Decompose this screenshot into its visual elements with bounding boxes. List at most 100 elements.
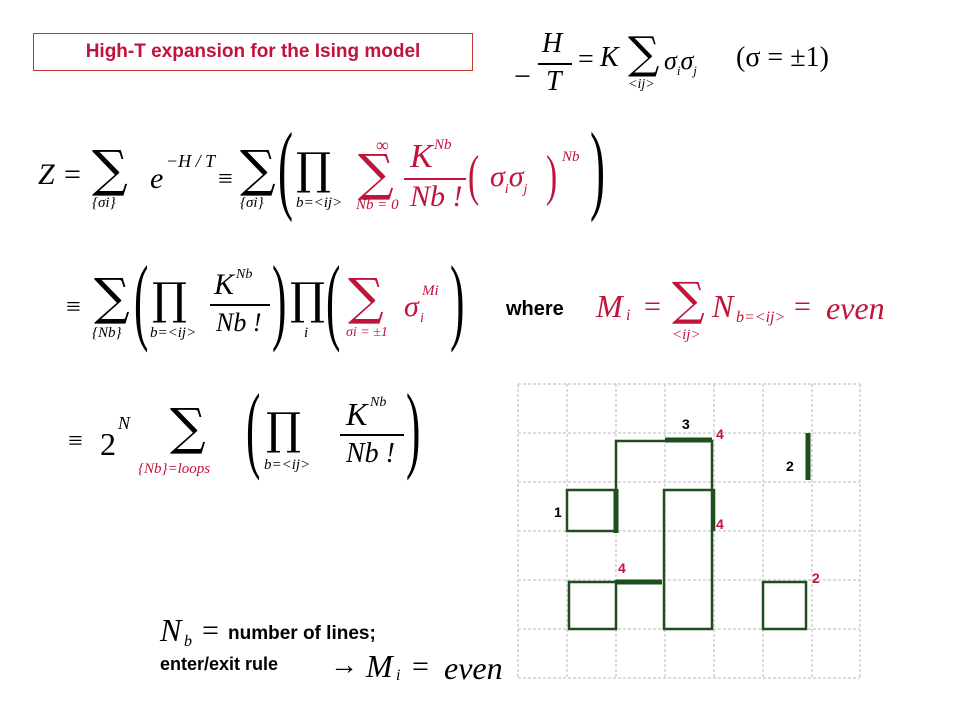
prefactor-two: 2 [100,426,116,462]
frac-denominator: Nb ! [410,180,463,213]
sum-symbol-2: ∑ [348,268,384,326]
m-subscript: i [396,667,401,684]
sum-subscript: <ij> [628,77,655,92]
equiv-sign: ≡ [218,164,233,193]
spin-power: Mi [422,283,439,299]
frac-numerator: K [346,396,368,432]
lattice-label: 1 [554,504,562,520]
spin-product: σiσj [664,46,697,79]
frac-numerator: K [410,138,433,175]
loop-path [567,580,662,631]
nb-subscript: b [184,633,192,650]
big-paren-open: ( [246,374,261,481]
sum-symbol: ∑ [628,28,660,79]
paren-open: ( [468,145,480,207]
sum-subscript: {Nb} [92,325,122,341]
spin-power: Nb [562,149,580,165]
paren-close: ) [546,145,558,207]
sum-symbol: ∑ [672,272,705,326]
m-symbol: M [366,648,393,684]
frac-num-power: Nb [370,395,387,410]
product-subscript: b=<ij> [150,325,197,341]
nb-description: number of lines; [228,623,376,644]
spin-index: i [420,311,424,326]
product-subscript: b=<ij> [296,195,343,211]
fraction-bar [538,63,572,65]
sum-symbol: ∑ [94,268,130,326]
product-symbol: ∏ [266,404,302,455]
sum-subscript: <ij> [672,327,701,343]
loop-path [614,439,716,631]
frac-numerator: K [214,268,235,301]
frac-denominator: Nb ! [346,438,395,469]
lattice-label: 4 [716,516,724,532]
frac-denominator: Nb ! [216,308,262,337]
where-label: where [506,298,564,320]
spin-product: σiσj [490,160,528,197]
equals-sign: = [644,290,661,323]
lattice-label: 4 [716,426,724,442]
big-paren-close: ) [406,374,421,481]
equals-sign: = [202,614,219,647]
sum-symbol: ∑ [92,140,128,198]
n-symbol: N [712,288,734,324]
big-paren-close: ) [590,112,605,223]
z-symbol: Z [38,158,55,191]
big-paren-open-2: ( [326,246,341,353]
prefactor-power: N [118,413,131,433]
spin-base: σ [404,290,419,323]
loop-lines [565,439,808,631]
frac-num-power: Nb [236,267,253,282]
loop-square [565,488,618,533]
equiv-sign: ≡ [68,426,83,455]
rule-label: enter/exit rule [160,654,279,674]
lattice-label: 3 [682,416,690,432]
product-subscript-2: i [304,325,309,341]
exp-base: e [150,162,164,195]
sum-symbol-2: ∑ [240,140,276,198]
arrow-right-icon: → [330,650,358,681]
fraction-bar [404,178,466,180]
m-symbol: M [596,288,623,324]
spin-condition: (σ = ±1) [736,42,829,73]
big-paren-close-2: ) [450,246,465,353]
sum-subscript-2: σi = ±1 [346,325,388,340]
big-paren-open: ( [278,112,293,223]
sum-subscript-3: Nb = 0 [356,197,399,213]
equals-sign: = [578,44,594,75]
sum-subscript: {Nb}=loops [138,461,211,477]
equals-sign: = [412,650,429,683]
h-numerator: H [542,28,563,59]
loop-square [761,580,808,631]
minus-sign: − [514,60,531,93]
sum-symbol-3: ∑ [358,144,394,202]
equiv-sign: ≡ [66,292,81,321]
m-subscript: i [626,307,631,324]
sum-superscript: ∞ [376,135,389,155]
n-subscript: b=<ij> [736,309,786,326]
equals-sign: = [64,158,81,191]
sum-symbol: ∑ [170,398,206,456]
exp-power: −H / T [166,151,216,171]
product-symbol-2: ∏ [290,274,326,325]
page-title: High-T expansion for the Ising model [33,33,473,71]
t-denominator: T [546,66,562,97]
sum-subscript: {σi} [92,195,116,211]
fraction-bar [210,304,270,306]
even-word: even [826,290,885,326]
product-symbol: ∏ [152,274,188,325]
lattice-label: 4 [618,560,626,576]
product-symbol: ∏ [296,144,332,195]
big-paren-close: ) [272,246,287,353]
nb-symbol: N [160,612,182,648]
fraction-bar [340,434,404,436]
product-subscript: b=<ij> [264,457,311,473]
sum-subscript-2: {σi} [240,195,264,211]
coupling-k: K [600,42,619,73]
lattice-label: 2 [812,570,820,586]
even-word: even [444,650,503,686]
big-paren-open: ( [134,246,149,353]
equals-sign-2: = [794,290,811,323]
double-bonds [613,433,811,585]
